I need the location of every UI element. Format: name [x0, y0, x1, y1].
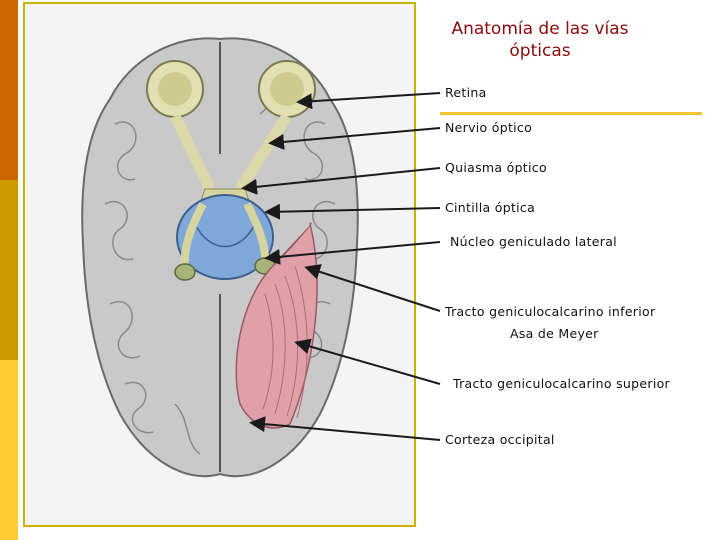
leader-cintilla-optica	[268, 208, 440, 212]
label-corteza-occipital: Corteza occipital	[445, 432, 555, 447]
label-retina: Retina	[445, 85, 487, 100]
label-tracto-superior: Tracto geniculocalcarino superior	[453, 376, 670, 391]
leader-tracto-superior	[298, 343, 440, 384]
label-nervio-optico: Nervio óptico	[445, 120, 532, 135]
label-asa-meyer: Asa de Meyer	[510, 326, 599, 341]
leader-quiasma-optico	[245, 168, 440, 188]
leader-corteza-occipital	[253, 423, 440, 440]
leader-nucleo-geniculado	[268, 242, 440, 258]
label-cintilla-optica: Cintilla óptica	[445, 200, 535, 215]
label-nucleo-geniculado: Núcleo geniculado lateral	[450, 234, 617, 249]
label-tracto-inferior: Tracto geniculocalcarino inferior	[445, 304, 655, 319]
leader-tracto-inferior	[308, 268, 440, 311]
label-quiasma-optico: Quiasma óptico	[445, 160, 547, 175]
leader-nervio-optico	[272, 128, 440, 143]
leader-retina	[300, 93, 440, 102]
